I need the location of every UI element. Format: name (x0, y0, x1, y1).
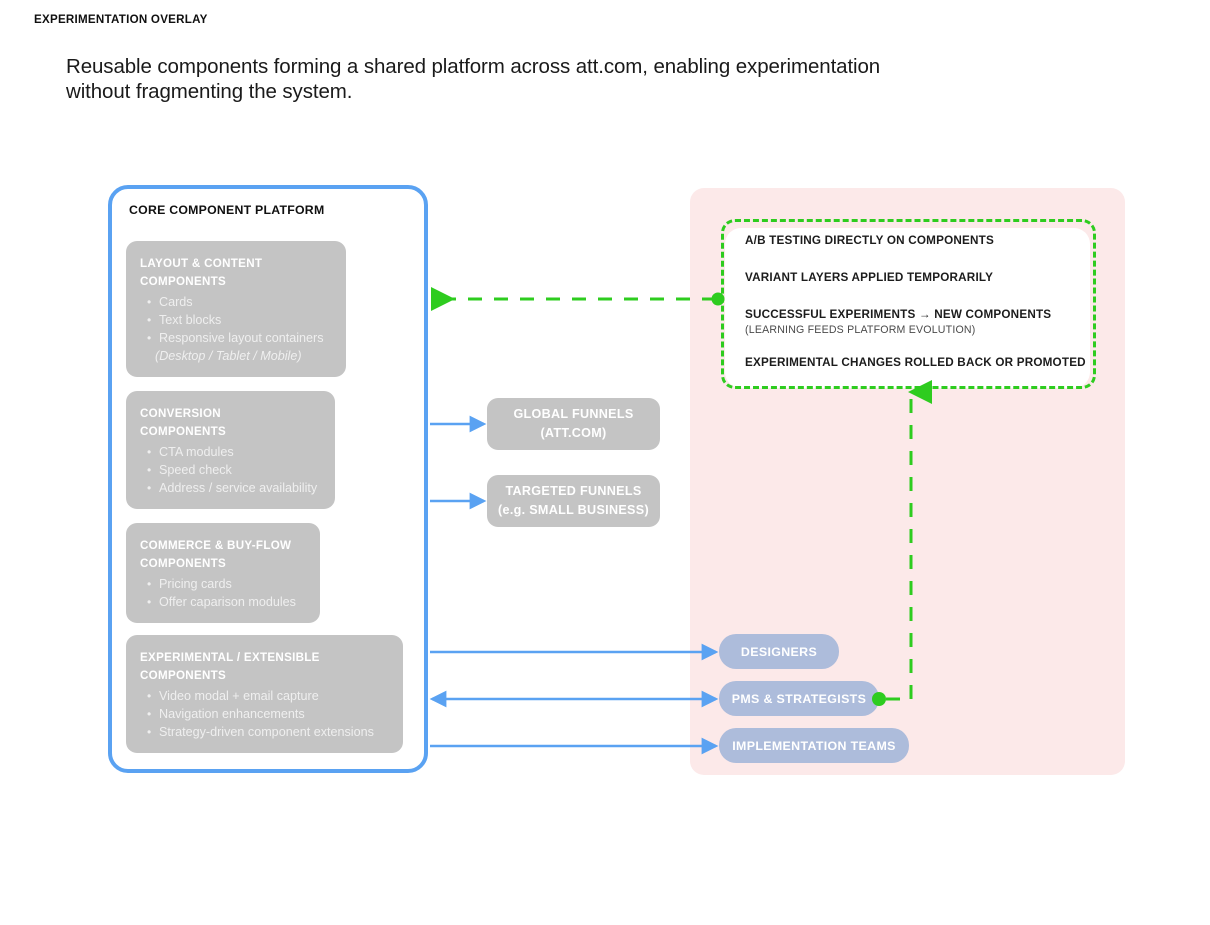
role-pill-label: PMS & STRATEGISTS (731, 691, 867, 706)
experimentation-item: EXPERIMENTAL CHANGES ROLLED BACK OR PROM… (745, 356, 1095, 369)
experimentation-item-text: A/B TESTING DIRECTLY ON COMPONENTS (745, 234, 995, 247)
funnel-label-line-2: (ATT.COM) (540, 426, 607, 440)
card-title-line-2: COMPONENTS (140, 669, 227, 682)
experimentation-item-list: A/B TESTING DIRECTLY ON COMPONENTS VARIA… (745, 234, 1095, 369)
overlay-panel-title: EXPERIMENTATION OVERLAY (34, 13, 208, 26)
caption-line-2: without fragmenting the system. (66, 80, 353, 103)
card-title-line-2: COMPONENTS (140, 275, 227, 288)
card-conversion-components: CONVERSION COMPONENTS CTA modules Speed … (126, 391, 335, 509)
core-panel-title: CORE COMPONENT PLATFORM (129, 203, 325, 217)
role-pill-designers[interactable]: DESIGNERS (719, 634, 839, 669)
list-item: Text blocks (147, 311, 332, 329)
role-pill-label: IMPLEMENTATION TEAMS (732, 738, 896, 753)
experimentation-item: VARIANT LAYERS APPLIED TEMPORARILY (745, 271, 1095, 284)
funnel-global: GLOBAL FUNNELS (ATT.COM) (487, 398, 660, 450)
card-title: COMMERCE & BUY-FLOW COMPONENTS (140, 537, 306, 573)
card-layout-content-components: LAYOUT & CONTENT COMPONENTS Cards Text b… (126, 241, 346, 377)
funnel-targeted: TARGETED FUNNELS (e.g. SMALL BUSINESS) (487, 475, 660, 527)
experimentation-card-background (725, 228, 1090, 388)
card-title: CONVERSION COMPONENTS (140, 405, 321, 441)
card-item-list: CTA modules Speed check Address / servic… (140, 443, 321, 497)
card-experimental-extensible-components: EXPERIMENTAL / EXTENSIBLE COMPONENTS Vid… (126, 635, 403, 753)
list-item: Strategy-driven component extensions (147, 723, 389, 741)
list-item: Responsive layout containers (147, 329, 332, 347)
card-title-line-1: COMMERCE & BUY-FLOW (140, 539, 292, 552)
funnel-label-line-2: (e.g. SMALL BUSINESS) (498, 503, 649, 517)
list-item-note: (Desktop / Tablet / Mobile) (155, 349, 302, 363)
experimentation-item-text: SUCCESSFUL EXPERIMENTS → NEW COMPONENTS (745, 308, 1052, 321)
card-title-line-2: COMPONENTS (140, 557, 227, 570)
caption-line-1: Reusable components forming a shared pla… (66, 55, 881, 78)
card-item-list: Cards Text blocks Responsive layout cont… (140, 293, 332, 365)
list-item: Pricing cards (147, 575, 306, 593)
list-item: Speed check (147, 461, 321, 479)
list-item: Navigation enhancements (147, 705, 389, 723)
list-item: CTA modules (147, 443, 321, 461)
card-title-line-2: COMPONENTS (140, 425, 227, 438)
card-title-line-1: EXPERIMENTAL / EXTENSIBLE (140, 651, 320, 664)
card-item-list: Pricing cards Offer caparison modules (140, 575, 306, 611)
card-title: LAYOUT & CONTENT COMPONENTS (140, 255, 332, 291)
role-pill-label: DESIGNERS (740, 644, 818, 659)
card-title-line-1: LAYOUT & CONTENT (140, 257, 263, 270)
list-item: Video modal + email capture (147, 687, 389, 705)
experimentation-item-text: EXPERIMENTAL CHANGES ROLLED BACK OR PROM… (745, 356, 1086, 369)
experimentation-item-text: VARIANT LAYERS APPLIED TEMPORARILY (745, 271, 994, 284)
funnel-label-line-1: GLOBAL FUNNELS (513, 407, 634, 421)
experimentation-item-subtext: (LEARNING FEEDS PLATFORM EVOLUTION) (745, 324, 976, 336)
card-title-line-1: CONVERSION (140, 407, 221, 420)
funnel-label-line-1: TARGETED FUNNELS (505, 484, 642, 498)
experimentation-item: SUCCESSFUL EXPERIMENTS → NEW COMPONENTS … (745, 308, 1095, 336)
experimentation-item: A/B TESTING DIRECTLY ON COMPONENTS (745, 234, 1095, 247)
role-pill-implementation-teams[interactable]: IMPLEMENTATION TEAMS (719, 728, 909, 763)
card-commerce-buyflow-components: COMMERCE & BUY-FLOW COMPONENTS Pricing c… (126, 523, 320, 623)
role-pill-pms-strategists[interactable]: PMS & STRATEGISTS (719, 681, 879, 716)
page-title: Reusable components forming a shared pla… (66, 54, 966, 104)
card-item-list: Video modal + email capture Navigation e… (140, 687, 389, 741)
card-title: EXPERIMENTAL / EXTENSIBLE COMPONENTS (140, 649, 389, 685)
core-component-platform-panel: CORE COMPONENT PLATFORM LAYOUT & CONTENT… (108, 185, 428, 773)
list-item: Cards (147, 293, 332, 311)
list-item: Offer caparison modules (147, 593, 306, 611)
list-item: Address / service availability (147, 479, 321, 497)
